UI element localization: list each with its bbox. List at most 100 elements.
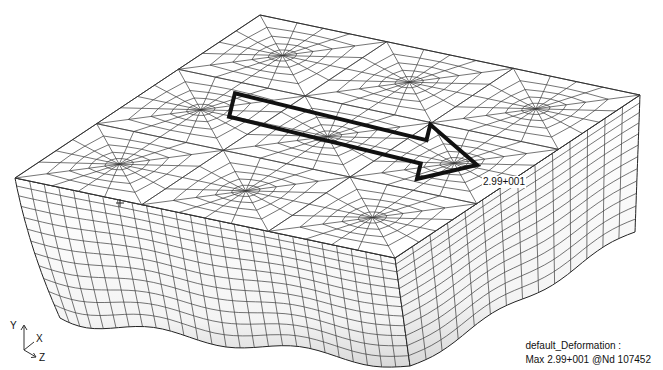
mesh-ring xyxy=(350,123,558,204)
mesh-ring xyxy=(300,189,445,245)
mesh-spoke xyxy=(268,56,283,89)
mesh-spoke xyxy=(119,143,186,165)
mesh-spoke xyxy=(201,110,248,135)
mesh-spoke xyxy=(119,164,182,177)
mesh-column xyxy=(465,211,474,326)
mesh-column xyxy=(74,190,104,328)
axis-label: X xyxy=(36,333,43,345)
mesh-spoke xyxy=(56,151,119,164)
mesh-spoke xyxy=(440,163,455,196)
mesh-column xyxy=(205,218,226,347)
mesh-column xyxy=(337,246,354,362)
mesh-spoke xyxy=(409,61,476,83)
mesh-spoke xyxy=(305,218,372,240)
mesh-spoke xyxy=(408,139,455,164)
mesh-spoke xyxy=(283,56,346,69)
mesh-ring xyxy=(97,69,305,150)
mesh-ring xyxy=(432,68,640,149)
mesh-spoke xyxy=(52,164,119,186)
mesh-spoke xyxy=(456,107,536,109)
mesh-spoke xyxy=(432,109,536,123)
mesh-spoke xyxy=(179,191,246,213)
mesh-spoke xyxy=(186,110,201,143)
mesh-spoke xyxy=(363,58,410,83)
mesh-row xyxy=(39,266,404,326)
mesh-row xyxy=(54,305,408,357)
mesh-spoke xyxy=(201,77,216,110)
mesh-spoke xyxy=(134,110,201,132)
mesh-spoke xyxy=(166,189,246,191)
mesh-column xyxy=(483,200,491,314)
mesh-spoke xyxy=(138,97,201,110)
mesh-column xyxy=(380,255,395,367)
mesh-spoke xyxy=(283,56,329,81)
mesh-spoke xyxy=(283,23,298,56)
mesh-column xyxy=(293,237,311,349)
mesh-spoke xyxy=(119,164,199,166)
mesh-column xyxy=(619,107,623,239)
mesh-spoke xyxy=(154,85,200,110)
mesh-column xyxy=(535,165,539,293)
mesh-column xyxy=(322,243,339,358)
mesh-column xyxy=(161,209,184,335)
mesh-spoke xyxy=(305,82,409,96)
top-face xyxy=(15,15,640,258)
result-caption: Max 2.99+001 @Nd 107452 xyxy=(525,354,651,366)
mesh-spoke xyxy=(454,163,534,165)
mesh-spoke xyxy=(246,191,292,216)
mesh-column xyxy=(249,227,269,346)
mesh-spoke xyxy=(536,109,599,122)
mesh-spoke xyxy=(246,158,261,191)
mesh-spoke xyxy=(536,95,640,109)
mesh-spoke xyxy=(536,109,616,111)
flow-arrow xyxy=(229,93,477,179)
mesh-ring xyxy=(128,82,273,138)
mesh-column xyxy=(553,153,555,284)
mesh-spoke xyxy=(409,82,489,84)
mesh-ring xyxy=(142,150,350,231)
mesh-spoke xyxy=(121,108,201,110)
mesh-spoke xyxy=(105,164,120,197)
mesh-spoke xyxy=(473,96,536,109)
axis-label: Y xyxy=(10,320,17,332)
mesh-spoke xyxy=(373,196,440,218)
mesh-spoke xyxy=(283,42,387,56)
mesh-row xyxy=(49,292,408,346)
mesh-column xyxy=(278,233,297,346)
mesh-lines xyxy=(15,15,640,367)
mesh-column xyxy=(366,252,382,367)
mesh-faces xyxy=(15,15,640,367)
mesh-row xyxy=(35,253,403,316)
mesh-spoke xyxy=(373,218,419,243)
mesh-spoke xyxy=(309,204,372,217)
mesh-column xyxy=(88,193,116,327)
mesh-ring xyxy=(173,163,318,219)
mesh-column xyxy=(132,203,156,328)
mesh-spoke xyxy=(246,191,309,204)
mesh-spoke xyxy=(219,42,282,55)
mesh-spoke xyxy=(329,80,409,82)
mesh-spoke xyxy=(268,218,372,232)
mesh-spoke xyxy=(536,87,603,109)
mesh-spoke xyxy=(97,110,201,124)
mesh-column xyxy=(117,200,142,327)
mesh-column xyxy=(351,249,367,365)
mesh-spoke xyxy=(469,109,536,131)
mesh-spoke xyxy=(39,162,119,164)
mesh-column xyxy=(570,142,572,272)
mesh-column xyxy=(30,181,70,323)
mesh-spoke xyxy=(358,218,373,251)
mesh-spoke xyxy=(236,31,282,56)
mesh-spoke xyxy=(246,177,350,191)
mesh-spoke xyxy=(283,56,363,58)
mesh-ring xyxy=(15,124,223,205)
mesh-column xyxy=(59,187,91,328)
mesh-column xyxy=(176,212,198,340)
mesh-spoke xyxy=(119,132,134,165)
mesh-column xyxy=(586,130,588,259)
mesh-ring xyxy=(305,42,513,123)
mesh-spoke xyxy=(346,69,409,82)
mesh-spoke xyxy=(409,82,455,107)
mesh-spoke xyxy=(342,82,409,104)
mesh-spoke xyxy=(373,218,453,220)
